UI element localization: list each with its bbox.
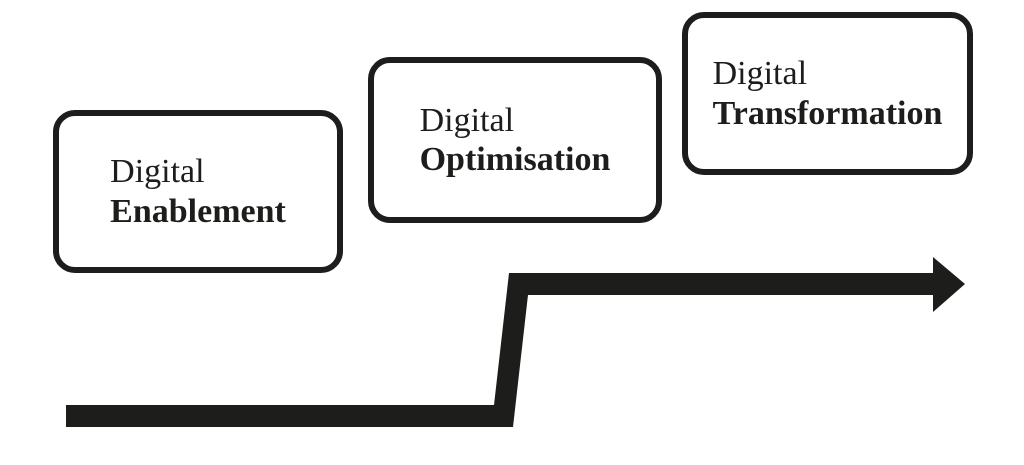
box-label-line1: Digital — [419, 101, 515, 139]
box-digital-optimisation-label: Digital Optimisation — [420, 101, 611, 179]
step-up-arrow-shape — [66, 257, 965, 427]
box-digital-enablement-label: Digital Enablement — [110, 152, 286, 230]
box-label-line2: Enablement — [110, 192, 286, 230]
box-label-line1: Digital — [712, 55, 808, 93]
box-label-line2: Optimisation — [419, 141, 611, 178]
box-digital-transformation-label: Digital Transformation — [713, 54, 943, 132]
box-digital-optimisation: Digital Optimisation — [368, 57, 662, 223]
box-digital-transformation: Digital Transformation — [682, 12, 973, 175]
box-label-line2: Transformation — [712, 94, 943, 132]
box-digital-enablement: Digital Enablement — [53, 110, 343, 273]
box-label-line1: Digital — [110, 153, 205, 191]
